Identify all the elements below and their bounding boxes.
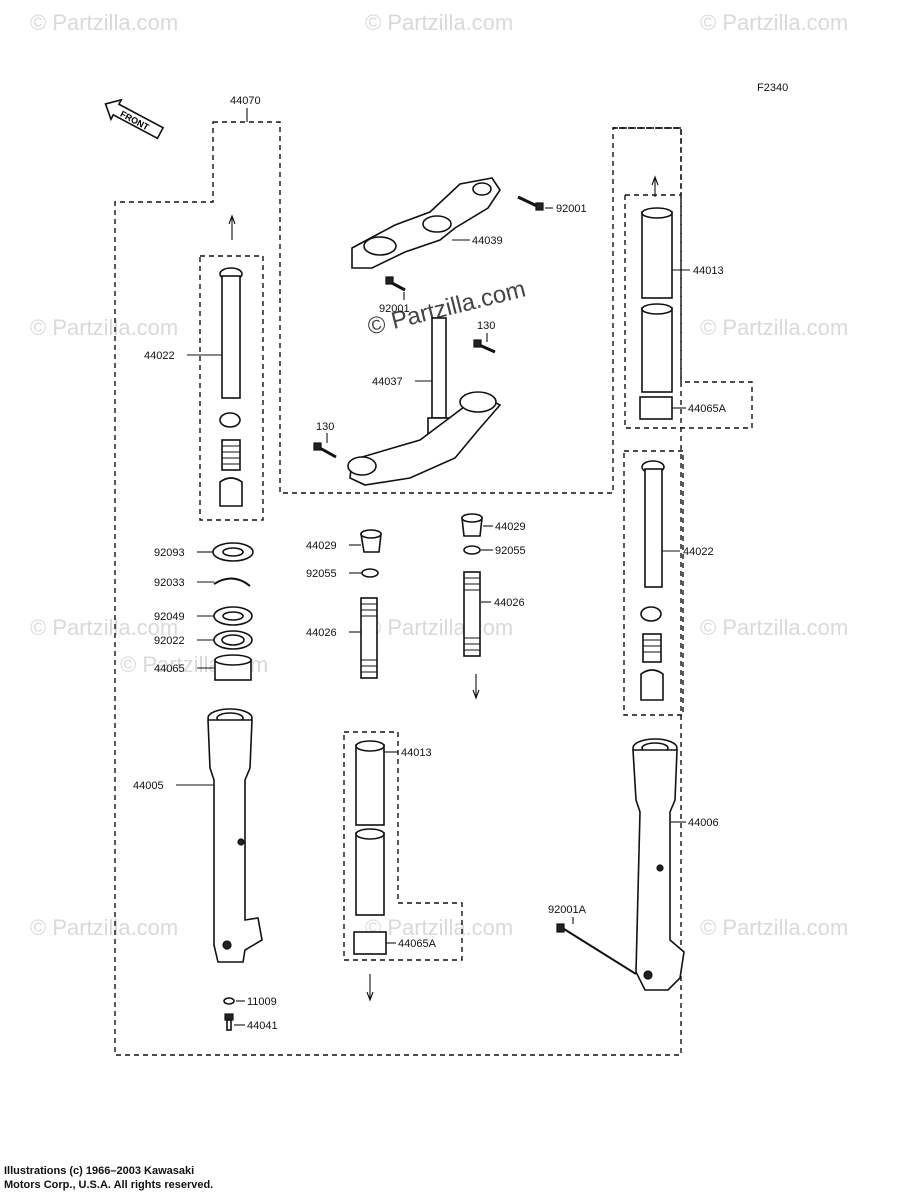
callout-44022-right: 44022 <box>683 546 714 558</box>
callout-44065A-mid: 44065A <box>398 938 437 950</box>
callout-44022-left: 44022 <box>144 350 175 362</box>
fork-cap-bolt <box>360 529 382 553</box>
callout-44041: 44041 <box>247 1020 278 1032</box>
watermark: © Partzilla.com <box>30 10 178 35</box>
callout-92001-mid: 92001 <box>379 303 410 315</box>
watermark: © Partzilla.com <box>700 315 848 340</box>
o-ring <box>463 545 481 555</box>
fork-parts-diagram: © Partzilla.com © Partzilla.com © Partzi… <box>30 10 848 1056</box>
callout-92022: 92022 <box>154 635 185 647</box>
right-tube-box <box>613 127 753 429</box>
callout-92033: 92033 <box>154 577 185 589</box>
bolt-icon <box>556 923 637 975</box>
callout-92001A: 92001A <box>548 904 587 916</box>
watermark: © Partzilla.com <box>365 10 513 35</box>
copyright-line: Motors Corp., U.S.A. All rights reserved… <box>4 1179 214 1191</box>
copyright-line: Illustrations (c) 1966–2003 Kawasaki <box>4 1165 195 1177</box>
oil-seal-stack <box>212 542 254 681</box>
bolt-icon <box>385 276 406 292</box>
mid-tube-box <box>343 731 463 961</box>
watermark-layer: © Partzilla.com © Partzilla.com © Partzi… <box>30 10 848 940</box>
up-arrow-icon <box>228 214 236 240</box>
callout-92093: 92093 <box>154 547 185 559</box>
callout-130-top: 130 <box>477 320 495 332</box>
callout-44070: 44070 <box>230 95 261 107</box>
callout-44029-left: 44029 <box>306 540 337 552</box>
callout-92049: 92049 <box>154 611 185 623</box>
callout-44039: 44039 <box>472 235 503 247</box>
up-arrow-icon <box>651 175 659 197</box>
callout-11009: 11009 <box>247 996 277 1008</box>
callout-44026-left: 44026 <box>306 627 337 639</box>
front-arrow-icon: FRONT <box>104 98 165 140</box>
left-tube-box <box>199 255 264 521</box>
watermark: © Partzilla.com <box>365 915 513 940</box>
fork-cap-bolt <box>461 513 483 537</box>
fork-spring <box>360 597 378 679</box>
watermark: © Partzilla.com <box>30 315 178 340</box>
assembly-outline <box>114 121 682 1056</box>
callout-44037: 44037 <box>372 376 403 388</box>
bolt-icon <box>313 442 337 459</box>
watermark: © Partzilla.com <box>365 615 513 640</box>
watermark: © Partzilla.com <box>700 915 848 940</box>
o-ring <box>361 568 379 578</box>
fork-outer-tube-left <box>207 708 263 963</box>
fork-inner-tube <box>219 267 243 507</box>
callout-92055-right: 92055 <box>495 545 526 557</box>
copyright-notice: Illustrations (c) 1966–2003 Kawasaki Mot… <box>4 1164 324 1192</box>
callout-44065A-right: 44065A <box>688 403 727 415</box>
watermark: © Partzilla.com <box>700 615 848 640</box>
fork-spring <box>463 571 481 657</box>
callout-44065: 44065 <box>154 663 185 675</box>
upper-bracket <box>351 177 501 269</box>
drain-bolt-icon <box>224 1013 234 1031</box>
right-fork-tube-box <box>623 450 684 716</box>
washer <box>223 997 235 1005</box>
bolt-icon <box>517 195 544 211</box>
fork-tube-mid <box>353 740 387 955</box>
down-arrow-icon <box>366 974 374 1002</box>
callout-92055-left: 92055 <box>306 568 337 580</box>
callout-44013-right: 44013 <box>693 265 724 277</box>
watermark: © Partzilla.com <box>30 915 178 940</box>
diagram-code: F2340 <box>757 82 788 94</box>
steering-stem <box>347 317 502 486</box>
callout-44026-right: 44026 <box>494 597 525 609</box>
watermark: © Partzilla.com <box>30 615 178 640</box>
down-arrow-icon <box>472 674 480 700</box>
callout-92001: 92001 <box>556 203 587 215</box>
bolt-icon <box>473 339 496 354</box>
callout-44005: 44005 <box>133 780 164 792</box>
callout-44013-mid: 44013 <box>401 747 432 759</box>
fork-tube-upper <box>639 207 673 420</box>
callout-44029-right: 44029 <box>495 521 526 533</box>
callout-130-left: 130 <box>316 421 334 433</box>
fork-inner-tube <box>640 460 665 701</box>
watermark: © Partzilla.com <box>700 10 848 35</box>
callout-44006: 44006 <box>688 817 719 829</box>
fork-outer-tube-right <box>632 738 685 991</box>
